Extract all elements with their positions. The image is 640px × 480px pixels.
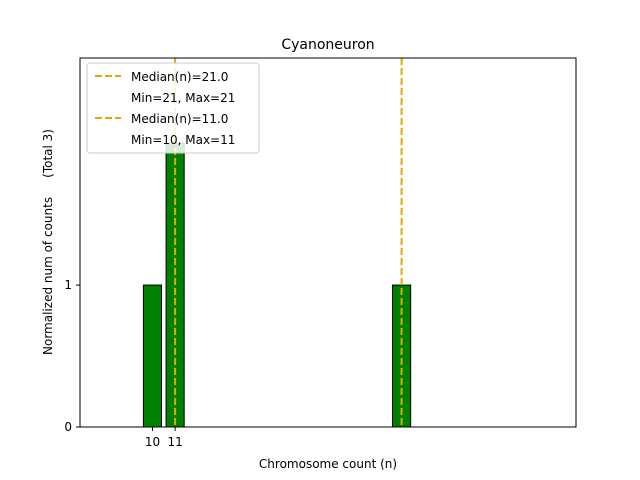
chart-title: Cyanoneuron: [281, 37, 374, 53]
legend-entry-label: Median(n)=21.0: [131, 70, 228, 84]
x-tick-label: 10: [145, 435, 160, 449]
y-tick-label: 0: [64, 420, 72, 434]
x-ticks-group: 10 11: [145, 427, 183, 449]
bar: [392, 284, 412, 428]
bars-group: [142, 142, 412, 428]
legend: Median(n)=21.0 Min=21, Max=21 Median(n)=…: [86, 62, 260, 154]
legend-entry-label: Median(n)=11.0: [131, 112, 228, 126]
legend-frame: [86, 62, 260, 154]
bar: [142, 284, 163, 428]
x-tick-label: 11: [167, 435, 182, 449]
plot-frame: [79, 57, 577, 428]
y-ticks-group: 01: [64, 278, 80, 434]
legend-entry-range: Min=10, Max=11: [131, 133, 235, 147]
y-tick-label: 1: [64, 278, 72, 292]
legend-entry-range: Min=21, Max=21: [131, 91, 235, 105]
x-axis-label: Chromosome count (n): [259, 457, 397, 471]
y-axis-label: Normalized num of counts (Total 3): [41, 129, 55, 355]
